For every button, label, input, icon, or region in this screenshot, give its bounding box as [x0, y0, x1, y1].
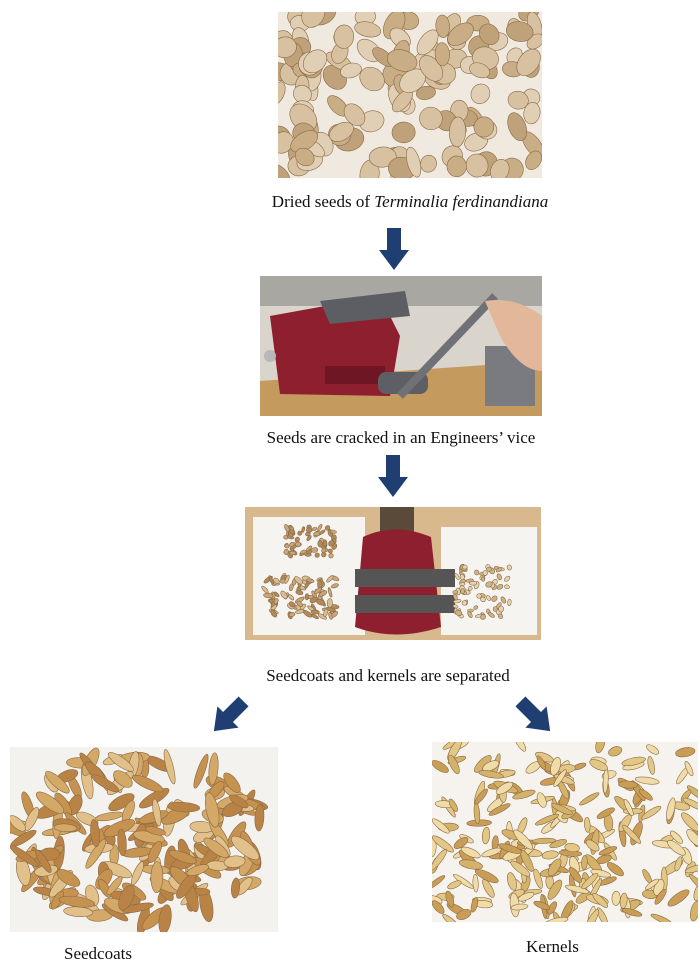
seed-shape	[311, 610, 320, 615]
seed-shape	[151, 861, 164, 892]
species-name: Terminalia ferdinandiana	[374, 192, 548, 211]
cracking-caption: Seeds are cracked in an Engineers’ vice	[216, 428, 586, 448]
dried-seeds-caption: Dried seeds of Terminalia ferdinandiana	[230, 192, 590, 212]
separated-illustration	[245, 507, 541, 640]
seed-pile-illustration	[278, 12, 542, 178]
seed-shape	[486, 567, 491, 571]
seedcoats-illustration	[10, 747, 278, 932]
dried-caption-prefix: Dried seeds of	[272, 192, 374, 211]
seed-shape	[318, 540, 323, 547]
kernels-caption: Kernels	[526, 937, 626, 957]
dried-seeds-photo	[278, 12, 542, 178]
seed-shape	[305, 553, 312, 556]
seed-shape	[460, 582, 466, 585]
seed-shape	[306, 528, 312, 533]
seed-shape	[612, 891, 621, 905]
kernels-illustration	[432, 742, 698, 922]
seed-shape	[327, 598, 332, 607]
seedcoats-photo	[10, 747, 278, 932]
separated-photo	[245, 507, 541, 640]
seed-shape	[469, 581, 477, 585]
seed-shape	[493, 607, 497, 612]
seed-shape	[483, 571, 488, 576]
down-arrow-icon	[379, 228, 409, 270]
vice-photo	[260, 276, 542, 416]
seed-shape	[462, 565, 467, 570]
seed-shape	[453, 590, 458, 593]
down-left-arrow-icon	[206, 695, 250, 739]
down-arrow-icon	[378, 455, 408, 497]
down-right-arrow-icon	[514, 695, 558, 739]
seed-shape	[460, 588, 464, 594]
seed-shape	[581, 855, 588, 869]
seed-shape	[305, 594, 309, 600]
seedcoats-caption: Seedcoats	[64, 944, 174, 964]
seed-shape	[311, 547, 318, 552]
seed-shape	[507, 599, 511, 606]
separation-caption: Seedcoats and kernels are separated	[208, 666, 568, 686]
seed-shape	[468, 586, 472, 591]
seed-shape	[498, 606, 503, 612]
seed-shape	[290, 551, 296, 555]
vice-illustration	[260, 276, 542, 416]
kernels-photo	[432, 742, 698, 922]
